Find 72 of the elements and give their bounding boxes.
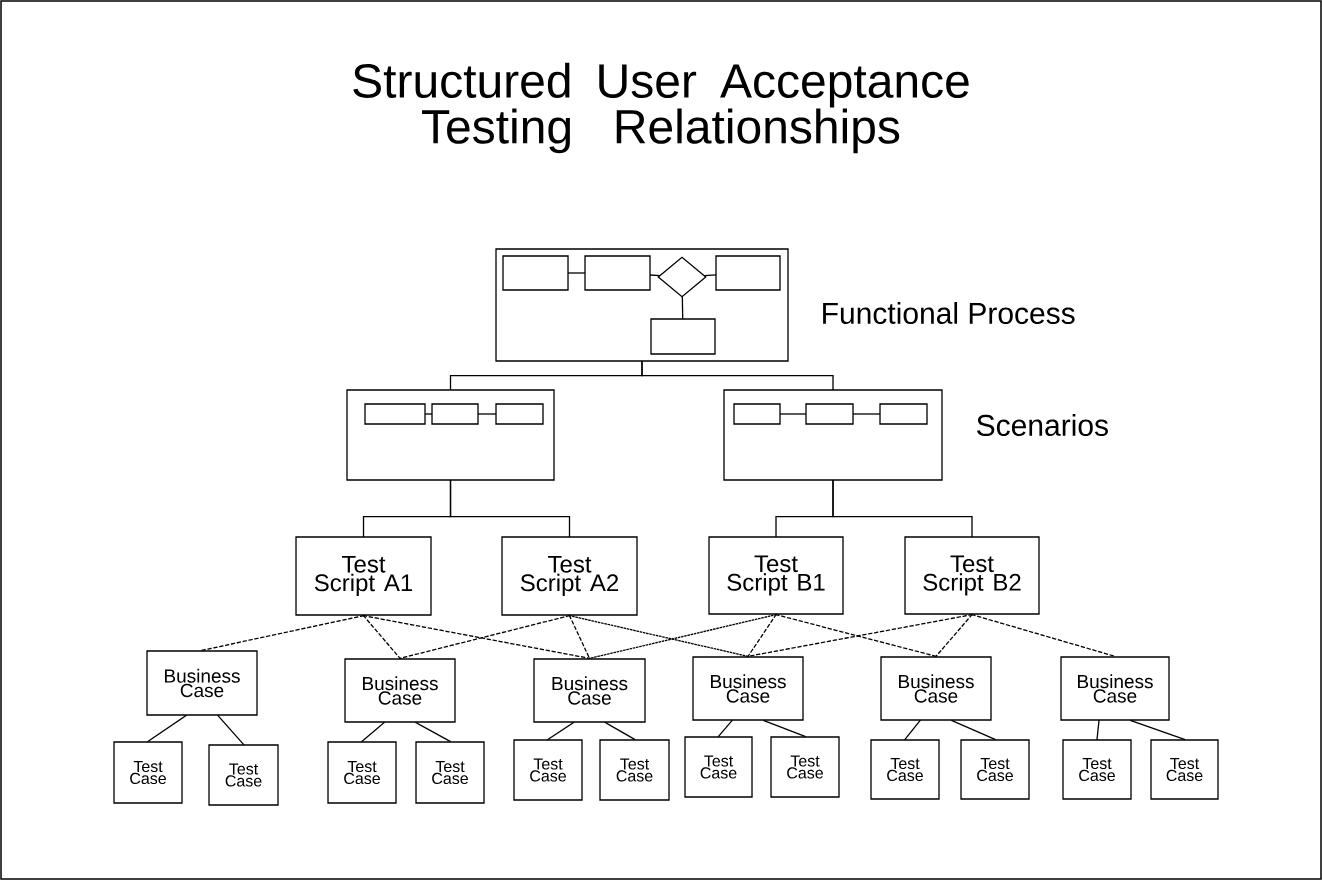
connector-line bbox=[1130, 720, 1186, 740]
link-line bbox=[362, 615, 591, 659]
connector-line bbox=[951, 720, 996, 740]
connector-line bbox=[425, 413, 432, 415]
test-case-box: Test Case bbox=[1150, 739, 1219, 800]
business-case-box: Business Case bbox=[344, 658, 456, 723]
link-line bbox=[935, 614, 973, 657]
test-case-box: Test Case bbox=[1062, 739, 1132, 800]
connector-line bbox=[547, 722, 575, 740]
business-case-box: Business Case bbox=[1060, 656, 1170, 721]
test-case-box: Test Case bbox=[113, 741, 183, 804]
test-case-box: Test Case bbox=[415, 741, 485, 804]
link-line bbox=[747, 614, 777, 657]
test-case-box: Test Case bbox=[870, 739, 940, 800]
step-box bbox=[431, 403, 479, 425]
connector-line bbox=[478, 413, 496, 415]
step-box bbox=[879, 403, 928, 425]
connector-line bbox=[904, 720, 921, 740]
link-line bbox=[399, 615, 571, 659]
business-case-box: Business Case bbox=[880, 656, 992, 721]
script-box: Test Script A2 bbox=[501, 536, 638, 616]
decision-diamond bbox=[657, 256, 707, 298]
link-line bbox=[362, 615, 401, 659]
link-line bbox=[747, 614, 973, 657]
connector-line bbox=[415, 722, 451, 742]
step-box bbox=[502, 255, 569, 291]
test-case-box: Test Case bbox=[513, 739, 583, 801]
step-box bbox=[715, 255, 781, 291]
connector-line bbox=[217, 715, 245, 745]
step-box bbox=[733, 403, 781, 425]
test-case-box: Test Case bbox=[327, 741, 397, 804]
connector-line bbox=[853, 413, 880, 415]
business-case-box: Business Case bbox=[533, 658, 646, 723]
connector-line bbox=[1096, 720, 1100, 740]
title: Structured User Acceptance Testing Relationships bbox=[353, 62, 969, 154]
step-box bbox=[584, 255, 651, 291]
connector-line bbox=[717, 720, 733, 737]
test-case-box: Test Case bbox=[599, 739, 670, 801]
connector-line bbox=[361, 722, 385, 742]
link-line bbox=[775, 614, 937, 657]
link-line bbox=[568, 615, 749, 657]
test-case-box: Test Case bbox=[960, 739, 1030, 800]
connector-line bbox=[650, 274, 660, 277]
link-line bbox=[568, 615, 591, 659]
test-case-box: Test Case bbox=[684, 736, 753, 798]
connector-line bbox=[604, 722, 636, 740]
link-line bbox=[971, 614, 1116, 657]
test-case-box: Test Case bbox=[208, 744, 279, 806]
step-box bbox=[495, 403, 544, 425]
level-label: Functional Process bbox=[823, 302, 1075, 324]
scenario-frame bbox=[346, 389, 555, 481]
connector-line bbox=[780, 413, 806, 415]
connector-line bbox=[147, 715, 187, 742]
connector-line bbox=[568, 272, 585, 274]
business-case-box: Business Case bbox=[692, 656, 804, 721]
step-box bbox=[364, 403, 426, 425]
test-case-box: Test Case bbox=[770, 736, 840, 798]
step-box bbox=[650, 318, 716, 355]
connector-line bbox=[763, 720, 806, 737]
connector-line bbox=[704, 274, 716, 277]
link-line bbox=[201, 615, 365, 651]
connector-line bbox=[449, 480, 571, 537]
script-box: Test Script B1 bbox=[708, 536, 844, 615]
connector-line bbox=[832, 480, 973, 537]
connector-line bbox=[681, 296, 684, 319]
script-box: Test Script A1 bbox=[295, 536, 432, 616]
script-box: Test Script B2 bbox=[904, 536, 1040, 615]
business-case-box: Business Case bbox=[146, 650, 258, 716]
step-box bbox=[805, 403, 854, 425]
link-line bbox=[588, 614, 777, 659]
level-label: Scenarios bbox=[977, 414, 1108, 436]
connector-line bbox=[641, 361, 834, 390]
